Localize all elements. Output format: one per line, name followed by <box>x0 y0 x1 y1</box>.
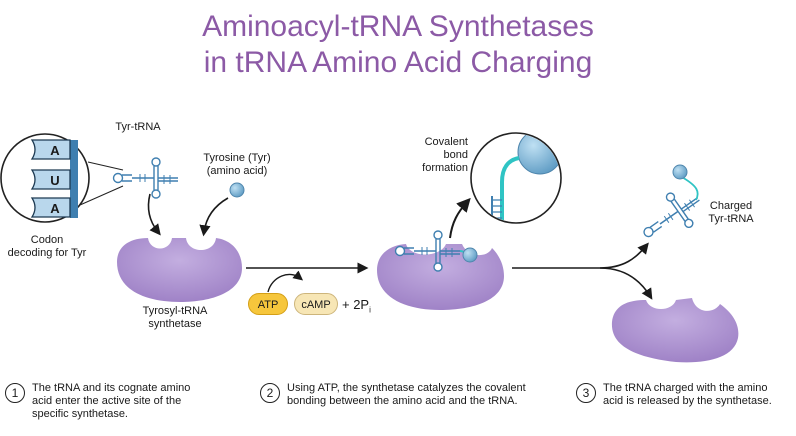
label-ppi: + 2P <box>342 297 370 312</box>
label-codon-line1: Codon <box>30 234 64 246</box>
label-pyrophosphate: + 2Pi <box>342 297 371 318</box>
label-tyrosine-line1: Tyrosine (Tyr) <box>203 152 271 164</box>
arrow-aa-in <box>199 197 229 237</box>
label-covalent-line3: formation <box>422 162 468 174</box>
label-tyr-trna: Tyr-tRNA <box>115 121 161 133</box>
step-2-number: 2 <box>260 383 280 403</box>
step-3-text: The tRNA charged with the amino acid is … <box>603 382 772 408</box>
step-1-number: 1 <box>5 383 25 403</box>
arrow-release-trna <box>512 242 649 269</box>
label-synthetase-line1: Tyrosyl-tRNA <box>142 305 208 317</box>
label-synthetase: Tyrosyl-tRNA synthetase <box>130 305 220 331</box>
step-1-line-3: specific synthetase. <box>32 408 128 420</box>
arrow-trna-in <box>147 193 161 236</box>
label-codon: Codon decoding for Tyr <box>0 234 94 260</box>
step-1: 1 The tRNA and its cognate amino acid en… <box>5 382 190 421</box>
step-1-line-1: The tRNA and its cognate amino <box>32 382 191 394</box>
codon-letter-3: A <box>50 201 60 216</box>
step-2: 2 Using ATP, the synthetase catalyzes th… <box>260 382 526 408</box>
codon-letter-1: A <box>50 143 60 158</box>
atp-pill: ATP <box>248 293 288 315</box>
codon-letter-2: U <box>50 173 59 188</box>
bound-amino-acid <box>462 247 478 263</box>
codon-base-a1 <box>30 139 71 160</box>
step-1-text: The tRNA and its cognate amino acid ente… <box>32 382 190 421</box>
label-covalent-line1: Covalent <box>424 136 468 148</box>
codon-base-u <box>30 169 71 190</box>
arrow-zoom-bond <box>449 197 471 239</box>
tyrosine-amino-acid <box>229 182 245 198</box>
step-2-line-2: bonding between the amino acid and the t… <box>287 395 518 407</box>
charged-trna <box>632 175 710 252</box>
label-charged: Charged Tyr-tRNA <box>700 200 762 226</box>
title-line-2: in tRNA Amino Acid Charging <box>203 46 593 79</box>
label-ppi-sub: i <box>369 305 371 315</box>
covalent-zoom <box>470 132 562 224</box>
label-codon-line2: decoding for Tyr <box>7 247 87 259</box>
codon-zoom: A U A <box>0 133 124 223</box>
label-charged-line2: Tyr-tRNA <box>708 213 754 225</box>
step-1-line-2: acid enter the active site of the <box>32 395 182 407</box>
title-line-1: Aminoacyl-tRNA Synthetases <box>202 10 594 43</box>
camp-pill: cAMP <box>294 293 338 315</box>
arrow-atp-curve <box>267 270 304 293</box>
trna-free <box>112 157 179 199</box>
step-3-line-1: The tRNA charged with the amino <box>603 382 768 394</box>
label-tyrosine: Tyrosine (Tyr) (amino acid) <box>197 152 277 178</box>
synthetase-enzyme-3 <box>611 298 739 363</box>
label-tyrosine-line2: (amino acid) <box>206 165 268 177</box>
codon-base-a2 <box>30 197 71 218</box>
label-covalent-line2: bond <box>443 149 468 161</box>
arrow-release-enzyme <box>599 267 653 300</box>
step-3-number: 3 <box>576 383 596 403</box>
step-3: 3 The tRNA charged with the amino acid i… <box>576 382 772 408</box>
label-covalent: Covalent bond formation <box>412 136 468 175</box>
step-2-text: Using ATP, the synthetase catalyzes the … <box>287 382 526 408</box>
step-2-line-1: Using ATP, the synthetase catalyzes the … <box>287 382 526 394</box>
step-3-line-2: acid is released by the synthetase. <box>603 395 772 407</box>
label-charged-line1: Charged <box>709 200 753 212</box>
charged-amino-acid <box>672 164 688 180</box>
synthetase-enzyme-1 <box>117 238 242 302</box>
label-synthetase-line2: synthetase <box>148 318 202 330</box>
